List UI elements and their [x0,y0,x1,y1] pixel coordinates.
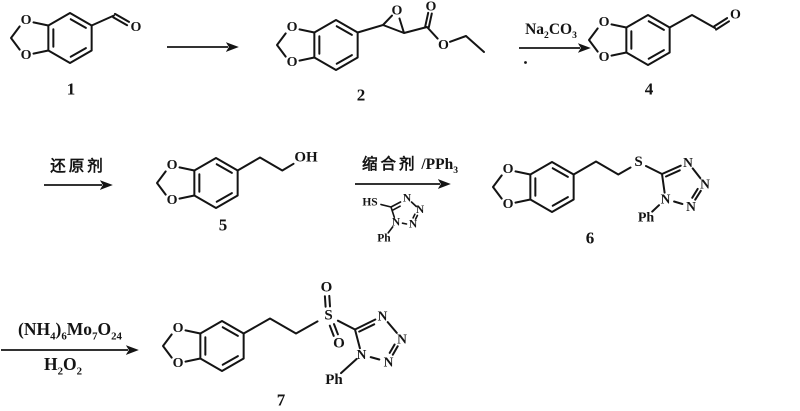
double-bond-lines [323,294,396,354]
atom-O-icon: O [131,20,142,35]
atom-OH-icon: OH [294,150,318,166]
compound-number-4: 4 [645,80,654,99]
atom-N-icon: N [700,177,710,192]
mercaptotetrazole-reagent-structure: HS N N N N Ph [362,193,425,245]
atom-O-icon: O [333,336,345,352]
reagent-label-ammonium-molybdate: (NH4)6Mo7O24 [18,319,122,343]
phenyl-label: Ph [325,372,343,388]
atom-N-icon: N [392,217,401,229]
atom-O-icon: O [438,38,449,53]
atom-N-icon: N [397,332,407,347]
atom-N-icon: N [683,155,693,170]
reagent-label-condensing-agent-pph3: 缩合剂 /PPh3 [361,156,459,177]
compound-number-2: 2 [357,86,366,105]
benzodioxole-ring [156,157,239,209]
atom-S-icon: S [634,154,642,170]
benzodioxole-ring [162,320,245,372]
atom-N-icon: N [378,309,388,324]
bond-lines [668,14,716,29]
compound-number-1: 1 [67,80,76,99]
compound-number-7: 7 [277,391,286,410]
compound-2-structure: O O O 2 [276,0,485,105]
reagent-label-reducing-agent: 还原剂 [50,158,106,175]
bond-lines [380,201,419,234]
benzodioxole-ring [588,14,671,66]
ink-dot [524,61,527,64]
atom-N-icon: N [403,193,412,205]
atom-N-icon: N [357,347,367,362]
benzodioxole-ring [492,161,575,213]
double-bond-lines [112,12,130,27]
double-bond-lines [392,205,416,219]
atom-HS-icon: HS [362,197,377,209]
atom-N-icon: N [409,219,418,231]
double-bond-lines [424,11,433,29]
atom-N-icon: N [661,192,671,207]
compound-1-structure: O 1 [10,12,142,99]
compound-4-structure: O 4 [588,8,741,99]
compound-5-structure: OH 5 [156,150,318,235]
bond-lines [242,317,399,375]
reagent-label-na2co3: Na2CO3 [525,21,577,42]
bond-lines [236,156,295,172]
bond-lines [356,14,485,53]
bond-lines [572,160,702,213]
atom-O-icon: O [392,4,403,19]
reagent-label-h2o2: H2O2 [43,354,83,378]
bond-lines [90,14,115,27]
double-bond-lines [665,169,699,199]
compound-number-5: 5 [219,216,228,235]
double-bond-lines [713,17,730,31]
atom-N-icon: N [384,355,394,370]
compound-7-structure: O O S N N N N Ph 7 [162,280,407,410]
benzodioxole-ring [276,19,359,71]
benzodioxole-ring [10,12,93,64]
atom-O-icon: O [321,280,333,296]
atom-N-icon: N [416,204,425,216]
atom-N-icon: N [686,199,696,214]
atom-O-icon: O [730,8,741,23]
compound-6-structure: S N N N N Ph 6 [492,154,710,248]
compound-number-6: 6 [586,229,595,248]
atom-O-icon: O [426,0,437,15]
phenyl-label: Ph [638,211,655,226]
phenyl-label: Ph [377,233,391,245]
atom-S-icon: S [324,308,332,324]
